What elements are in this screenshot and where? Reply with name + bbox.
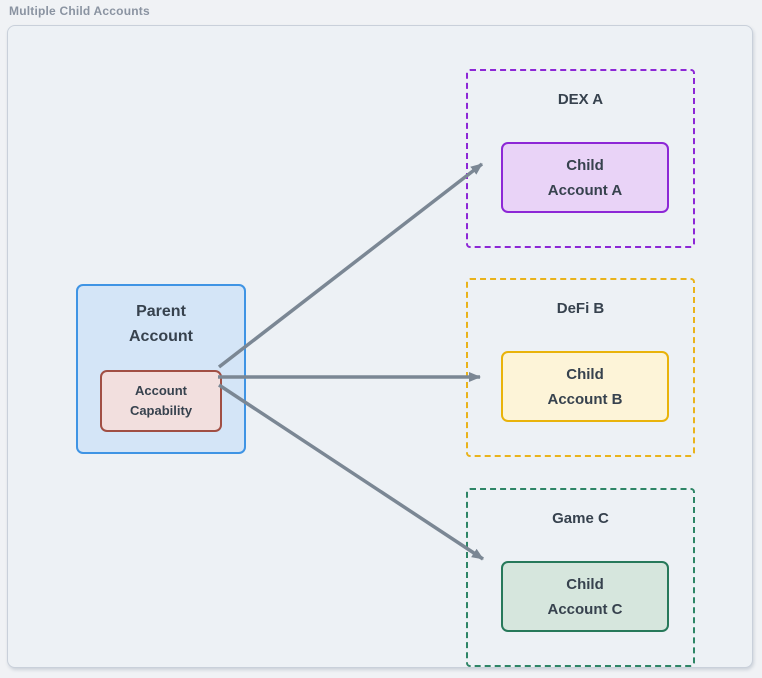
- child-account-a-label-line2: Account A: [547, 181, 623, 199]
- child-account-b-label-line2: Account B: [547, 390, 623, 408]
- child-account-c-label-line1: Child: [566, 575, 604, 593]
- group-game-c-label: Game C: [552, 510, 609, 527]
- parent-account-box: Parent Account Account Capability: [76, 284, 246, 454]
- figure-frame: Parent Account Account Capability DEX A …: [7, 25, 753, 668]
- group-game-c: Game C Child Account C: [466, 488, 695, 667]
- child-account-b-box: Child Account B: [501, 351, 669, 422]
- parent-account-label-line1: Parent: [136, 303, 186, 320]
- group-defi-b: DeFi B Child Account B: [466, 278, 695, 457]
- child-account-c-box: Child Account C: [501, 561, 669, 632]
- group-dex-a: DEX A Child Account A: [466, 69, 695, 248]
- parent-account-label: Parent Account: [78, 299, 244, 349]
- child-account-c-label-line2: Account C: [547, 600, 623, 618]
- figure-title: Multiple Child Accounts: [9, 4, 150, 18]
- group-dex-a-label: DEX A: [557, 91, 604, 108]
- child-account-b-label-line1: Child: [566, 365, 604, 383]
- account-capability-label-line2: Capability: [129, 403, 193, 418]
- account-capability-label-line1: Account: [135, 383, 187, 398]
- group-defi-b-label: DeFi B: [556, 300, 605, 317]
- child-account-a-box: Child Account A: [501, 142, 669, 213]
- account-capability-box: Account Capability: [100, 370, 222, 432]
- parent-account-label-line2: Account: [129, 328, 193, 345]
- child-account-a-label-line1: Child: [566, 156, 604, 174]
